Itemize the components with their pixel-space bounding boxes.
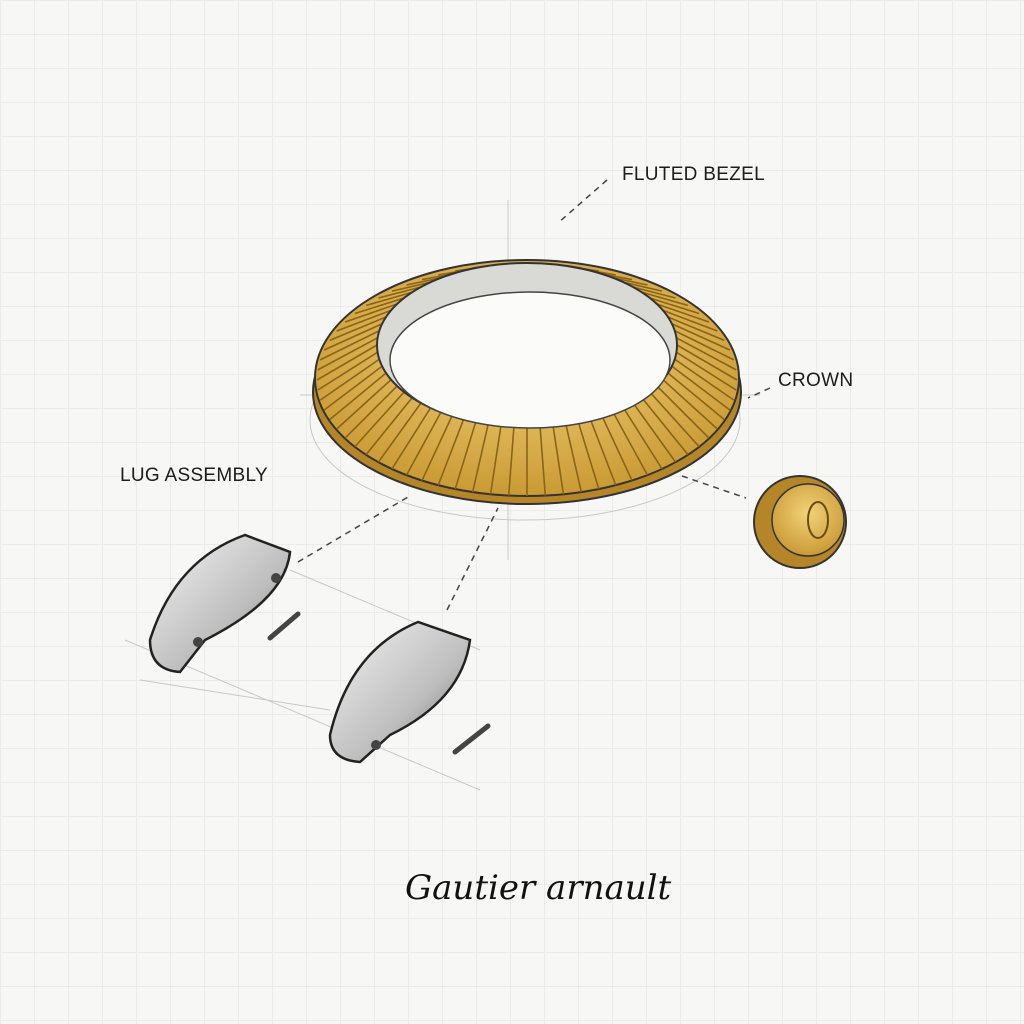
- flute-line: [641, 291, 689, 307]
- flute-line: [676, 344, 738, 381]
- flute-line: [671, 323, 731, 351]
- lug-left: [148, 533, 301, 674]
- flute-line: [405, 411, 442, 476]
- flute-line: [329, 372, 387, 421]
- flute-line: [632, 286, 676, 299]
- flute-line: [421, 415, 453, 481]
- flute-line: [365, 397, 413, 456]
- flute-line: [656, 303, 710, 323]
- flute-line: [676, 337, 737, 371]
- flute-line: [344, 385, 398, 439]
- flute-line: [406, 277, 442, 286]
- flute-line: [601, 415, 633, 481]
- flute-line: [323, 365, 383, 411]
- flute-line: [354, 297, 405, 315]
- flute-line: [649, 297, 700, 315]
- flute-line: [622, 407, 663, 470]
- flute-line: [336, 309, 392, 332]
- flute-line: [454, 421, 477, 490]
- flute-line: [344, 303, 398, 323]
- flute-line: [354, 391, 405, 448]
- flute-line: [391, 281, 431, 292]
- flute-line: [317, 351, 378, 391]
- flute-line: [612, 277, 648, 286]
- fluted-bezel: [312, 259, 742, 505]
- label-fluted-bezel: FLUTED BEZEL: [622, 164, 765, 185]
- flute-line: [507, 426, 515, 496]
- crown: [753, 475, 847, 569]
- flute-line: [552, 425, 565, 495]
- flute-line: [656, 385, 710, 439]
- flute-line: [319, 358, 380, 401]
- flute-line: [336, 379, 392, 430]
- flute-line: [667, 372, 725, 421]
- flute-line: [676, 351, 737, 391]
- flute-line: [489, 425, 502, 495]
- flute-line: [377, 402, 422, 463]
- flute-line: [649, 391, 700, 448]
- flute-line: [662, 309, 718, 332]
- flute-line: [319, 330, 380, 361]
- flute-line: [667, 316, 725, 342]
- flute-line: [632, 402, 677, 463]
- flute-line: [577, 421, 600, 490]
- flute-line: [671, 365, 731, 411]
- flute-line: [589, 419, 617, 486]
- flute-line: [317, 337, 378, 371]
- flute-line: [316, 344, 378, 381]
- flute-line: [674, 358, 735, 401]
- arrows: [297, 179, 771, 611]
- flute-line: [565, 424, 583, 493]
- flute-line: [674, 330, 735, 361]
- flute-line: [539, 426, 547, 496]
- flute-line: [662, 379, 718, 430]
- flute-line: [437, 419, 465, 486]
- flute-line: [471, 424, 489, 493]
- flute-line: [623, 281, 663, 292]
- signature: Gautier arnault: [405, 868, 672, 908]
- label-crown: CROWN: [778, 370, 854, 391]
- flute-line: [612, 411, 649, 476]
- flute-line: [329, 316, 387, 342]
- label-lug-assembly: LUG ASSEMBLY: [120, 465, 268, 486]
- flute-line: [323, 323, 383, 351]
- flute-line: [378, 286, 422, 299]
- flute-line: [365, 291, 413, 307]
- lug-right: [328, 620, 491, 764]
- flute-line: [641, 397, 689, 456]
- flute-line: [391, 407, 432, 470]
